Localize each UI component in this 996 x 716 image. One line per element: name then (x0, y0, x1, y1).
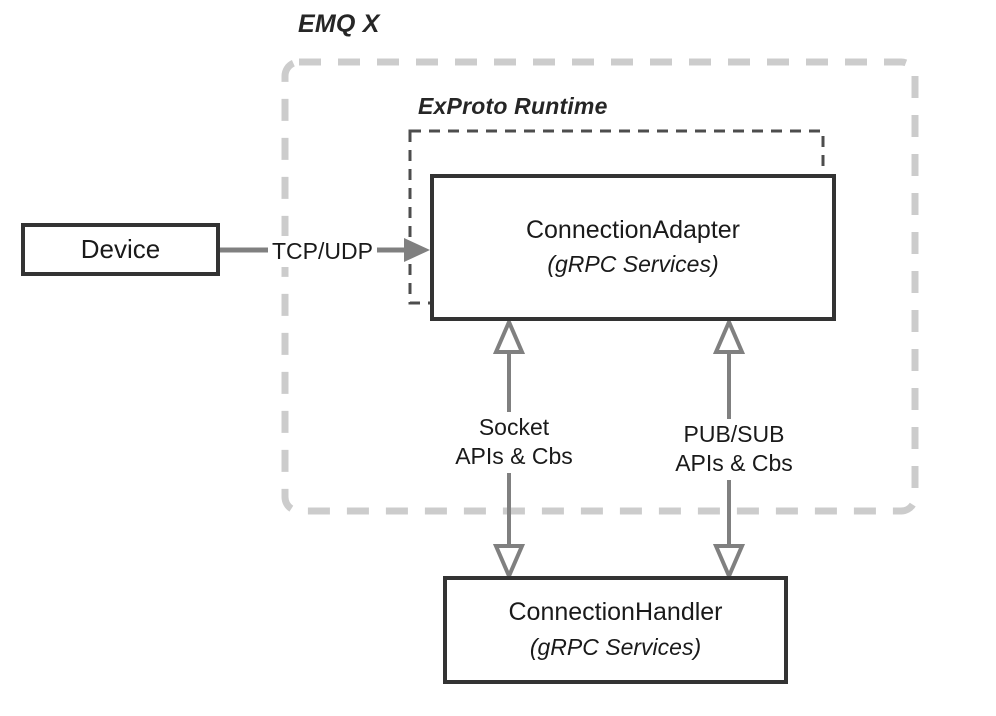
pubsub-edge-label-line2: APIs & Cbs (675, 450, 793, 477)
device-node: Device (21, 223, 220, 276)
pubsub-arrowhead-up-icon (712, 316, 746, 354)
tcp-udp-arrowhead-icon (404, 238, 430, 262)
pubsub-edge-label: PUB/SUB APIs & Cbs (662, 419, 806, 480)
pubsub-arrowhead-down-icon (712, 544, 746, 582)
socket-edge-label: Socket APIs & Cbs (449, 412, 579, 473)
connection-handler-node-label: ConnectionHandler (508, 598, 723, 627)
connection-handler-node: ConnectionHandler (gRPC Services) (443, 576, 788, 684)
connection-adapter-node-label: ConnectionAdapter (525, 215, 741, 244)
socket-arrowhead-up-icon (492, 316, 526, 354)
device-node-label: Device (80, 234, 161, 265)
socket-edge-label-line2: APIs & Cbs (455, 443, 573, 470)
connection-adapter-node: ConnectionAdapter (gRPC Services) (430, 174, 836, 321)
emqx-group-title: EMQ X (298, 10, 380, 38)
exproto-runtime-group-title: ExProto Runtime (418, 93, 608, 119)
tcp-udp-edge-label: TCP/UDP (268, 236, 377, 268)
pubsub-edge-label-line1: PUB/SUB (683, 421, 785, 447)
socket-arrowhead-down-icon (492, 544, 526, 582)
connection-handler-node-sublabel: (gRPC Services) (529, 633, 702, 660)
emqx-boundary (281, 58, 919, 515)
socket-edge-label-line1: Socket (478, 414, 550, 440)
connection-adapter-node-sublabel: (gRPC Services) (547, 251, 719, 278)
